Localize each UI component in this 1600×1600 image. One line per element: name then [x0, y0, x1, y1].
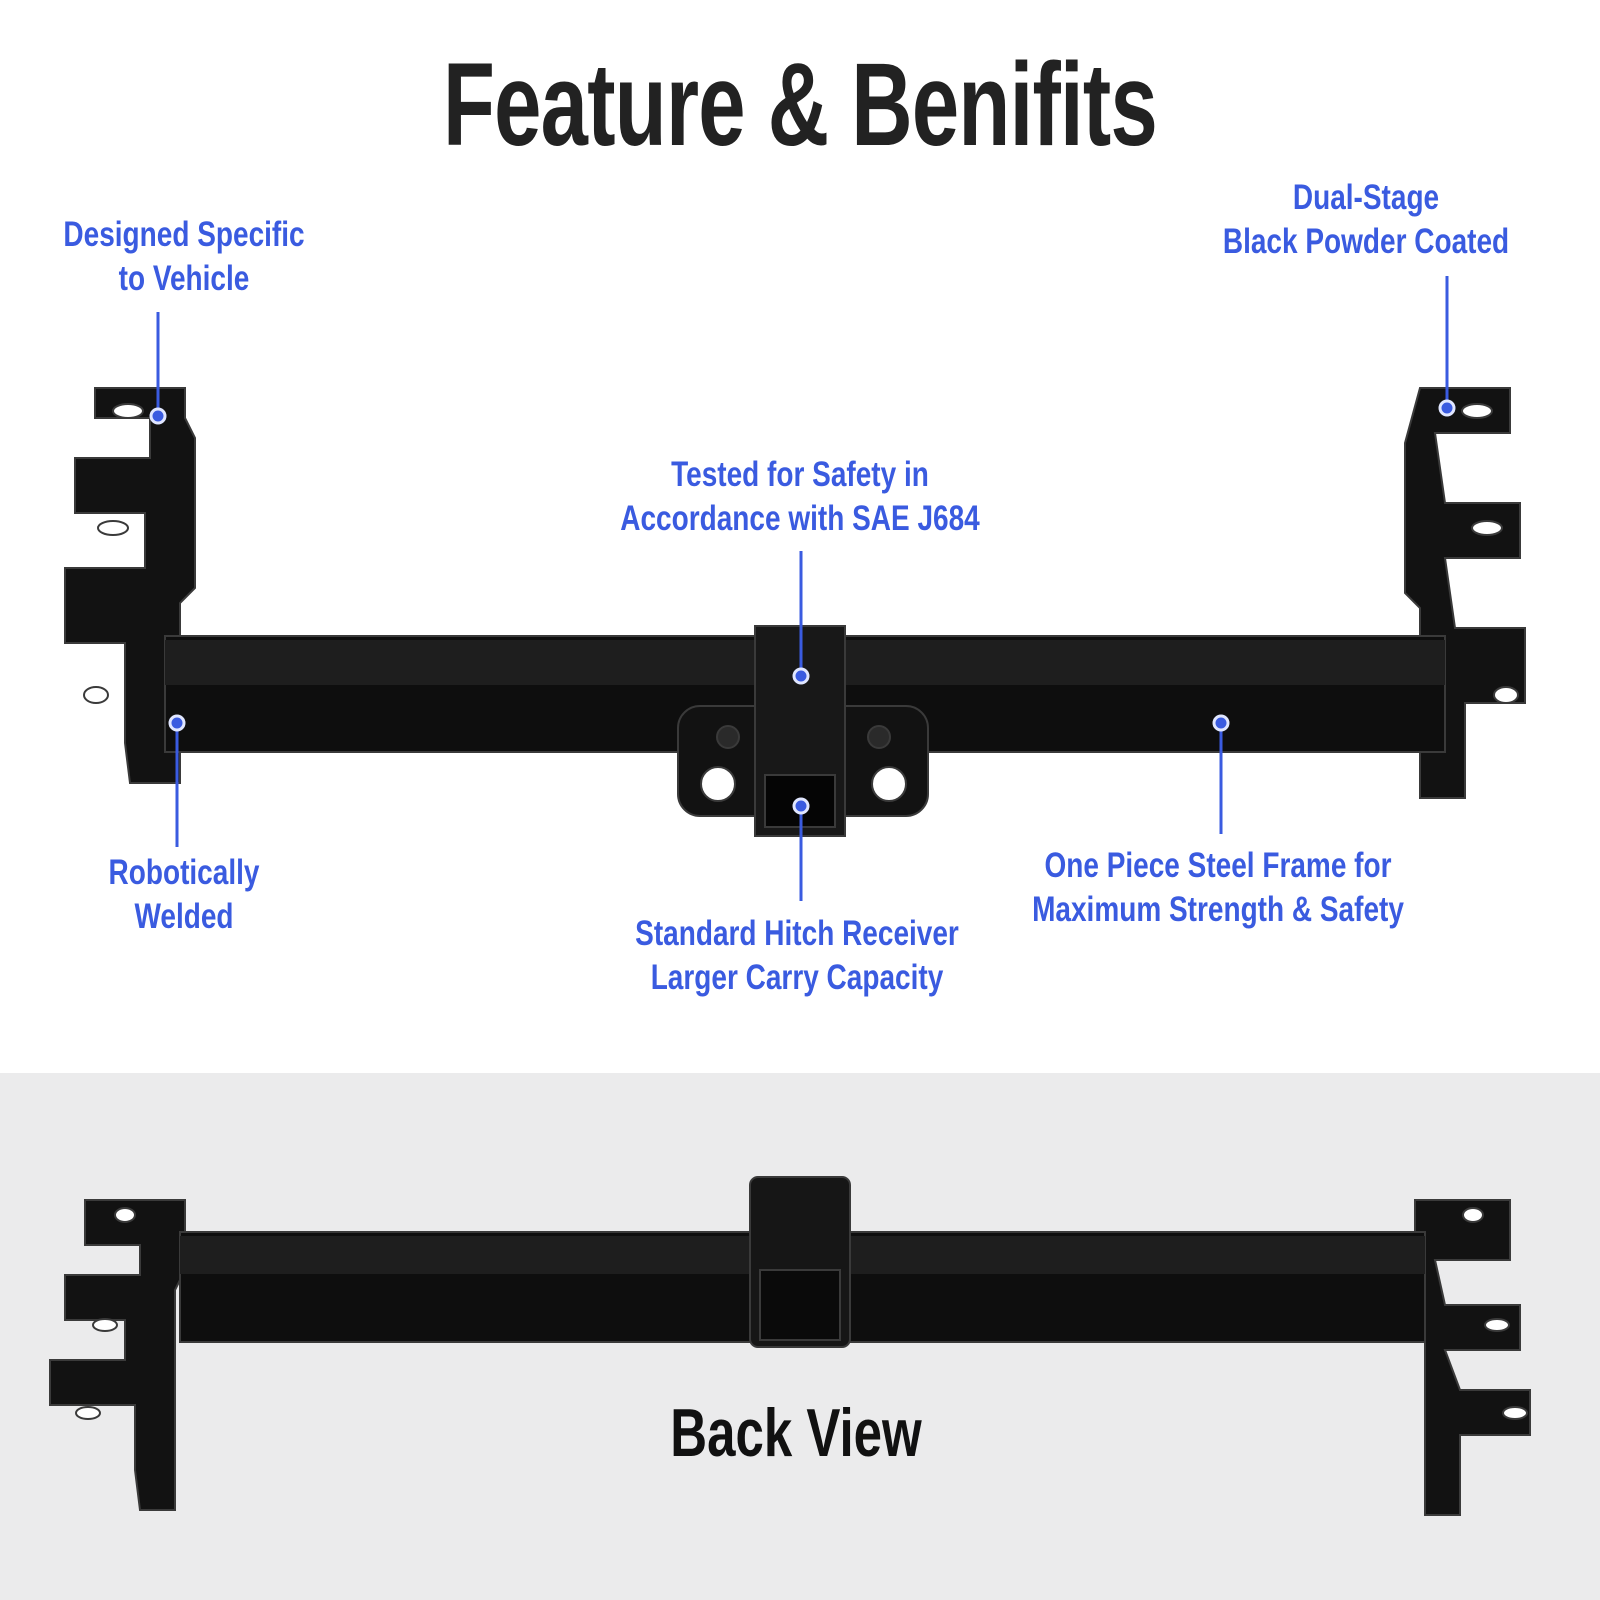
callout-text: to Vehicle	[118, 259, 250, 298]
callout-text: Robotically	[108, 853, 260, 892]
callout-frame: One Piece Steel Frame for Maximum Streng…	[1032, 844, 1404, 932]
callout-text: Tested for Safety in	[671, 455, 929, 494]
callout-text: Accordance with SAE J684	[620, 499, 980, 538]
dot-frame	[1212, 714, 1230, 732]
dot-tested	[792, 667, 810, 685]
callout-text: Standard Hitch Receiver	[635, 914, 959, 953]
callout-text: Welded	[134, 897, 234, 936]
callout-text: Black Powder Coated	[1222, 222, 1510, 261]
dot-welded	[168, 714, 186, 732]
back-view-label: Back View	[670, 1395, 922, 1471]
page-title: Feature & Benifits	[442, 39, 1158, 171]
dot-powder	[1438, 399, 1456, 417]
callout-powder: Dual-Stage Black Powder Coated	[1223, 176, 1509, 264]
dot-designed	[149, 407, 167, 425]
callout-receiver: Standard Hitch Receiver Larger Carry Cap…	[635, 912, 959, 1000]
back-view-hitch	[49, 1176, 1531, 1516]
callout-text: Dual-Stage	[1292, 178, 1440, 217]
callout-leaders	[149, 276, 1456, 901]
callout-text: One Piece Steel Frame for	[1044, 846, 1392, 885]
callout-text: Designed Specific	[63, 215, 305, 254]
callout-welded: Robotically Welded	[109, 851, 260, 939]
callout-designed: Designed Specific to Vehicle	[63, 213, 304, 301]
dot-receiver	[792, 797, 810, 815]
callout-tested: Tested for Safety in Accordance with SAE…	[620, 453, 979, 541]
callout-text: Larger Carry Capacity	[650, 958, 944, 997]
callout-text: Maximum Strength & Safety	[1032, 890, 1404, 929]
